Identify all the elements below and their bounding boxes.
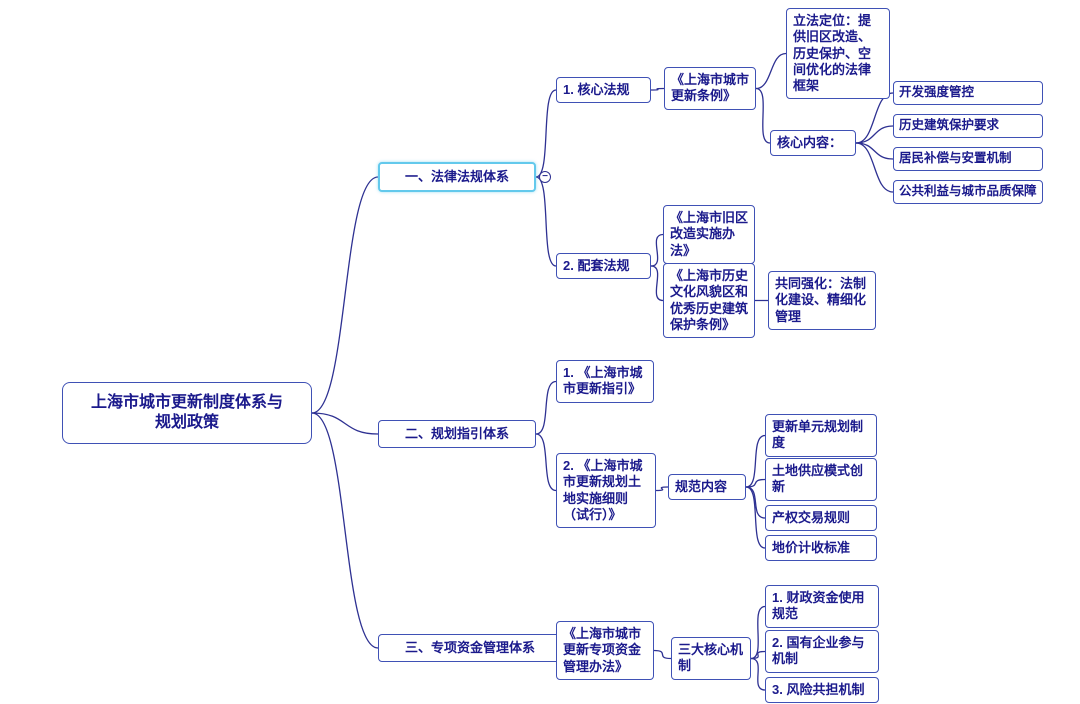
- node-spec-item[interactable]: 更新单元规划制度: [765, 414, 877, 457]
- node-joint-strengthening[interactable]: 共同强化：法制化建设、精细化管理: [768, 271, 876, 330]
- branch-legal-system[interactable]: 一、法律法规体系: [378, 162, 536, 193]
- node-spec-item[interactable]: 产权交易规则: [765, 505, 877, 532]
- branch-planning-guidance[interactable]: 二、规划指引体系: [378, 420, 536, 449]
- node-historic-protection-regulation[interactable]: 《上海市历史文化风貌区和优秀历史建筑保护条例》: [663, 263, 755, 338]
- node-core-content-item[interactable]: 开发强度管控: [893, 81, 1043, 105]
- node-mechanism-item[interactable]: 2. 国有企业参与机制: [765, 630, 879, 673]
- node-spec-item[interactable]: 地价计收标准: [765, 535, 877, 562]
- root-node[interactable]: 上海市城市更新制度体系与 规划政策: [62, 382, 312, 444]
- node-urban-renewal-regulation[interactable]: 《上海市城市更新条例》: [664, 67, 756, 110]
- node-core-content-item[interactable]: 公共利益与城市品质保障: [893, 180, 1043, 204]
- node-three-mechanisms[interactable]: 三大核心机制: [671, 637, 751, 680]
- node-core-content[interactable]: 核心内容：: [770, 130, 856, 157]
- node-spec-content[interactable]: 规范内容: [668, 474, 746, 501]
- node-core-content-item[interactable]: 居民补偿与安置机制: [893, 147, 1043, 171]
- node-mechanism-item[interactable]: 1. 财政资金使用规范: [765, 585, 879, 628]
- node-mechanism-item[interactable]: 3. 风险共担机制: [765, 677, 879, 704]
- node-implementation-rules[interactable]: 2. 《上海市城市更新规划土地实施细则（试行）》: [556, 453, 656, 528]
- node-fund-measures[interactable]: 《上海市城市更新专项资金管理办法》: [556, 621, 654, 680]
- node-renewal-guideline[interactable]: 1. 《上海市城市更新指引》: [556, 360, 654, 403]
- node-legislative-positioning[interactable]: 立法定位：提供旧区改造、历史保护、空间优化的法律框架: [786, 8, 890, 100]
- node-supporting-regulations[interactable]: 2. 配套法规: [556, 253, 651, 280]
- node-spec-item[interactable]: 土地供应模式创新: [765, 458, 877, 501]
- branch-special-fund[interactable]: 三、专项资金管理体系: [378, 634, 562, 663]
- node-old-district-measures[interactable]: 《上海市旧区改造实施办法》: [663, 205, 755, 264]
- collapse-minus-icon[interactable]: −: [539, 171, 551, 183]
- node-core-content-item[interactable]: 历史建筑保护要求: [893, 114, 1043, 138]
- node-core-regulations[interactable]: 1. 核心法规: [556, 77, 651, 104]
